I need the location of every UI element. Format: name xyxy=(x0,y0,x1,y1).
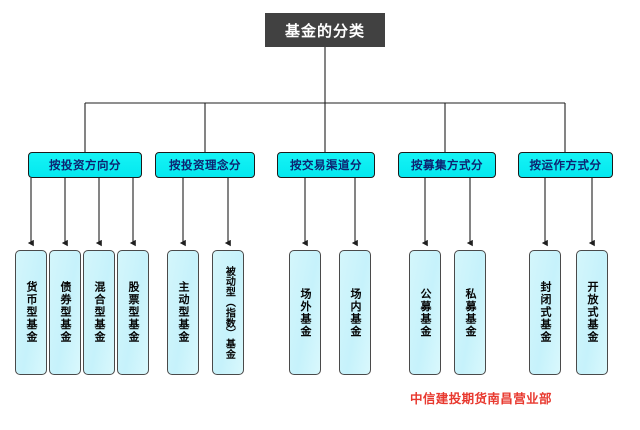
leaf-node-closed-end-fund[interactable]: 封闭式基金 xyxy=(529,250,561,375)
leaf-label: 股票型基金 xyxy=(127,281,141,344)
category-node-by-investment-philosophy[interactable]: 按投资理念分 xyxy=(155,152,255,178)
leaf-label: 私募基金 xyxy=(464,287,478,338)
footer-credit-text: 中信建投期货南昌营业部 xyxy=(410,391,552,406)
leaf-node-public-fund[interactable]: 公募基金 xyxy=(409,250,441,375)
leaf-node-open-end-fund[interactable]: 开放式基金 xyxy=(576,250,608,375)
leaf-node-active-fund[interactable]: 主动型基金 xyxy=(167,250,199,375)
root-node-fund-classification[interactable]: 基金的分类 xyxy=(265,13,385,47)
leaf-label: 债券型基金 xyxy=(59,281,73,344)
leaf-node-exchange-traded-fund[interactable]: 场内基金 xyxy=(339,250,371,375)
leaf-node-otc-fund[interactable]: 场外基金 xyxy=(289,250,321,375)
leaf-label: 封闭式基金 xyxy=(539,281,553,344)
leaf-label: 开放式基金 xyxy=(586,281,600,344)
leaf-label: 混合型基金 xyxy=(93,281,107,344)
leaf-label: 公募基金 xyxy=(419,287,433,338)
leaf-node-hybrid-fund[interactable]: 混合型基金 xyxy=(83,250,115,375)
leaf-node-equity-fund[interactable]: 股票型基金 xyxy=(117,250,149,375)
leaf-label: 主动型基金 xyxy=(177,281,191,344)
leaf-node-bond-fund[interactable]: 债券型基金 xyxy=(49,250,81,375)
leaf-label: 场内基金 xyxy=(349,287,363,338)
category-node-by-investment-direction[interactable]: 按投资方向分 xyxy=(28,152,142,178)
category-node-by-trading-channel[interactable]: 按交易渠道分 xyxy=(277,152,375,178)
leaf-label: 被动型（指数）基金 xyxy=(223,265,235,360)
leaf-node-passive-index-fund[interactable]: 被动型（指数）基金 xyxy=(212,250,244,375)
leaf-label: 货币型基金 xyxy=(25,281,39,344)
category-node-by-operation-method[interactable]: 按运作方式分 xyxy=(518,152,613,178)
leaf-node-private-fund[interactable]: 私募基金 xyxy=(454,250,486,375)
leaf-node-money-market-fund[interactable]: 货币型基金 xyxy=(15,250,47,375)
leaf-label: 场外基金 xyxy=(299,287,313,338)
category-node-by-fundraising-method[interactable]: 按募集方式分 xyxy=(398,152,496,178)
